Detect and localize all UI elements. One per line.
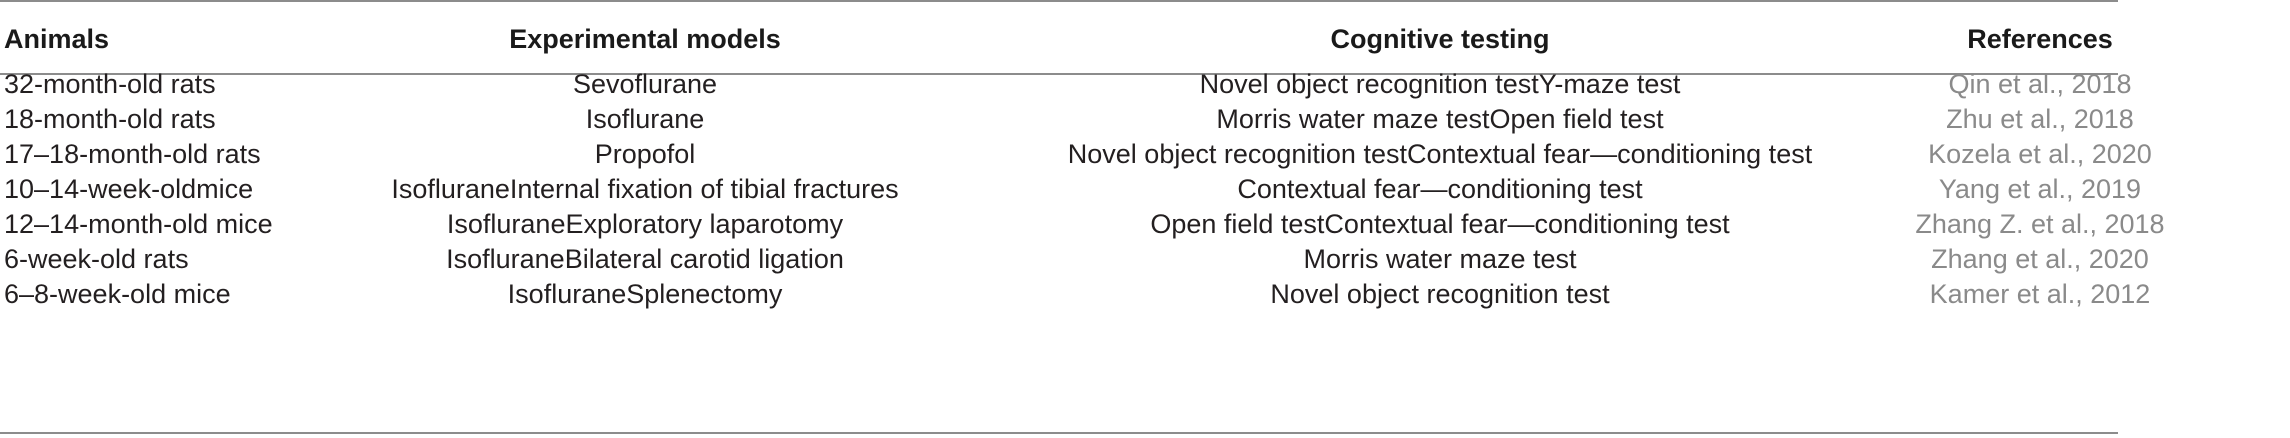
cell-cognitive-testing: Contextual fear—conditioning test xyxy=(1237,174,1643,204)
header-references: References xyxy=(1967,24,2113,54)
cell-animals: 6–8-week-old mice xyxy=(4,279,231,309)
cell-animals: 32-month-old rats xyxy=(4,69,216,99)
table-row: 10–14-week-oldmice IsofluraneInternal fi… xyxy=(0,165,2141,213)
cell-cognitive-testing: Morris water maze test xyxy=(1303,244,1577,274)
cell-cognitive-testing: Open field testContextual fear—condition… xyxy=(1150,209,1730,239)
cell-cognitive-testing: Novel object recognition testY-maze test xyxy=(1199,69,1681,99)
cell-experimental-model: IsofluraneExploratory laparotomy xyxy=(446,209,844,239)
bottom-rule xyxy=(0,432,2118,434)
cell-animals: 10–14-week-oldmice xyxy=(4,174,254,204)
cell-animals: 18-month-old rats xyxy=(4,104,216,134)
cell-experimental-model: IsofluraneSplenectomy xyxy=(507,279,783,309)
table-row: 12–14-month-old mice IsofluraneExplorato… xyxy=(0,200,2165,248)
cell-experimental-model: Propofol xyxy=(594,139,696,169)
top-rule xyxy=(0,0,2118,2)
cell-reference: Zhu et al., 2018 xyxy=(1946,104,2134,134)
data-table: Animals Experimental models Cognitive te… xyxy=(0,0,2165,434)
cell-reference: Zhang Z. et al., 2018 xyxy=(1915,209,2165,239)
cell-experimental-model: Sevoflurane xyxy=(572,69,718,99)
header-row: Animals Experimental models Cognitive te… xyxy=(0,0,2118,54)
cell-experimental-model: Isoflurane xyxy=(585,104,705,134)
cell-animals: 17–18-month-old rats xyxy=(4,139,261,169)
cell-animals: 6-week-old rats xyxy=(4,244,189,274)
header-experimental-models: Experimental models xyxy=(509,24,781,54)
table-row: 32-month-old rats Sevoflurane Novel obje… xyxy=(0,60,2132,108)
cell-cognitive-testing: Morris water maze testOpen field test xyxy=(1216,104,1664,134)
cell-cognitive-testing: Novel object recognition testContextual … xyxy=(1067,139,1813,169)
header-animals: Animals xyxy=(4,24,110,54)
cell-animals: 12–14-month-old mice xyxy=(4,209,273,239)
cell-experimental-model: IsofluraneInternal fixation of tibial fr… xyxy=(391,174,899,204)
table-row: 6-week-old rats IsofluraneBilateral caro… xyxy=(0,235,2149,283)
cell-reference: Kamer et al., 2012 xyxy=(1929,279,2151,309)
cell-reference: Yang et al., 2019 xyxy=(1938,174,2142,204)
cell-reference: Kozela et al., 2020 xyxy=(1928,139,2152,169)
table-row: 6–8-week-old mice IsofluraneSplenectomy … xyxy=(0,270,2150,318)
cell-reference: Qin et al., 2018 xyxy=(1948,69,2132,99)
header-rule xyxy=(0,73,2118,75)
table-row: 17–18-month-old rats Propofol Novel obje… xyxy=(0,130,2152,178)
table-row: 18-month-old rats Isoflurane Morris wate… xyxy=(0,95,2134,143)
cell-reference: Zhang et al., 2020 xyxy=(1931,244,2149,274)
cell-cognitive-testing: Novel object recognition test xyxy=(1270,279,1610,309)
cell-experimental-model: IsofluraneBilateral carotid ligation xyxy=(446,244,844,274)
header-cognitive-testing: Cognitive testing xyxy=(1330,24,1550,54)
